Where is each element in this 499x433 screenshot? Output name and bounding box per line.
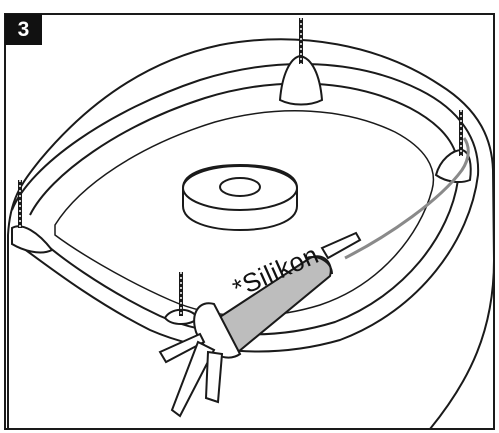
- step-number-badge: 3: [5, 14, 42, 45]
- post-top: [278, 54, 324, 106]
- basin-rim-outer: [11, 62, 480, 353]
- drain-ring: [182, 163, 298, 232]
- post-left: [11, 225, 54, 254]
- caulking-gun-icon: [158, 231, 362, 418]
- silicone-bead: [344, 137, 470, 260]
